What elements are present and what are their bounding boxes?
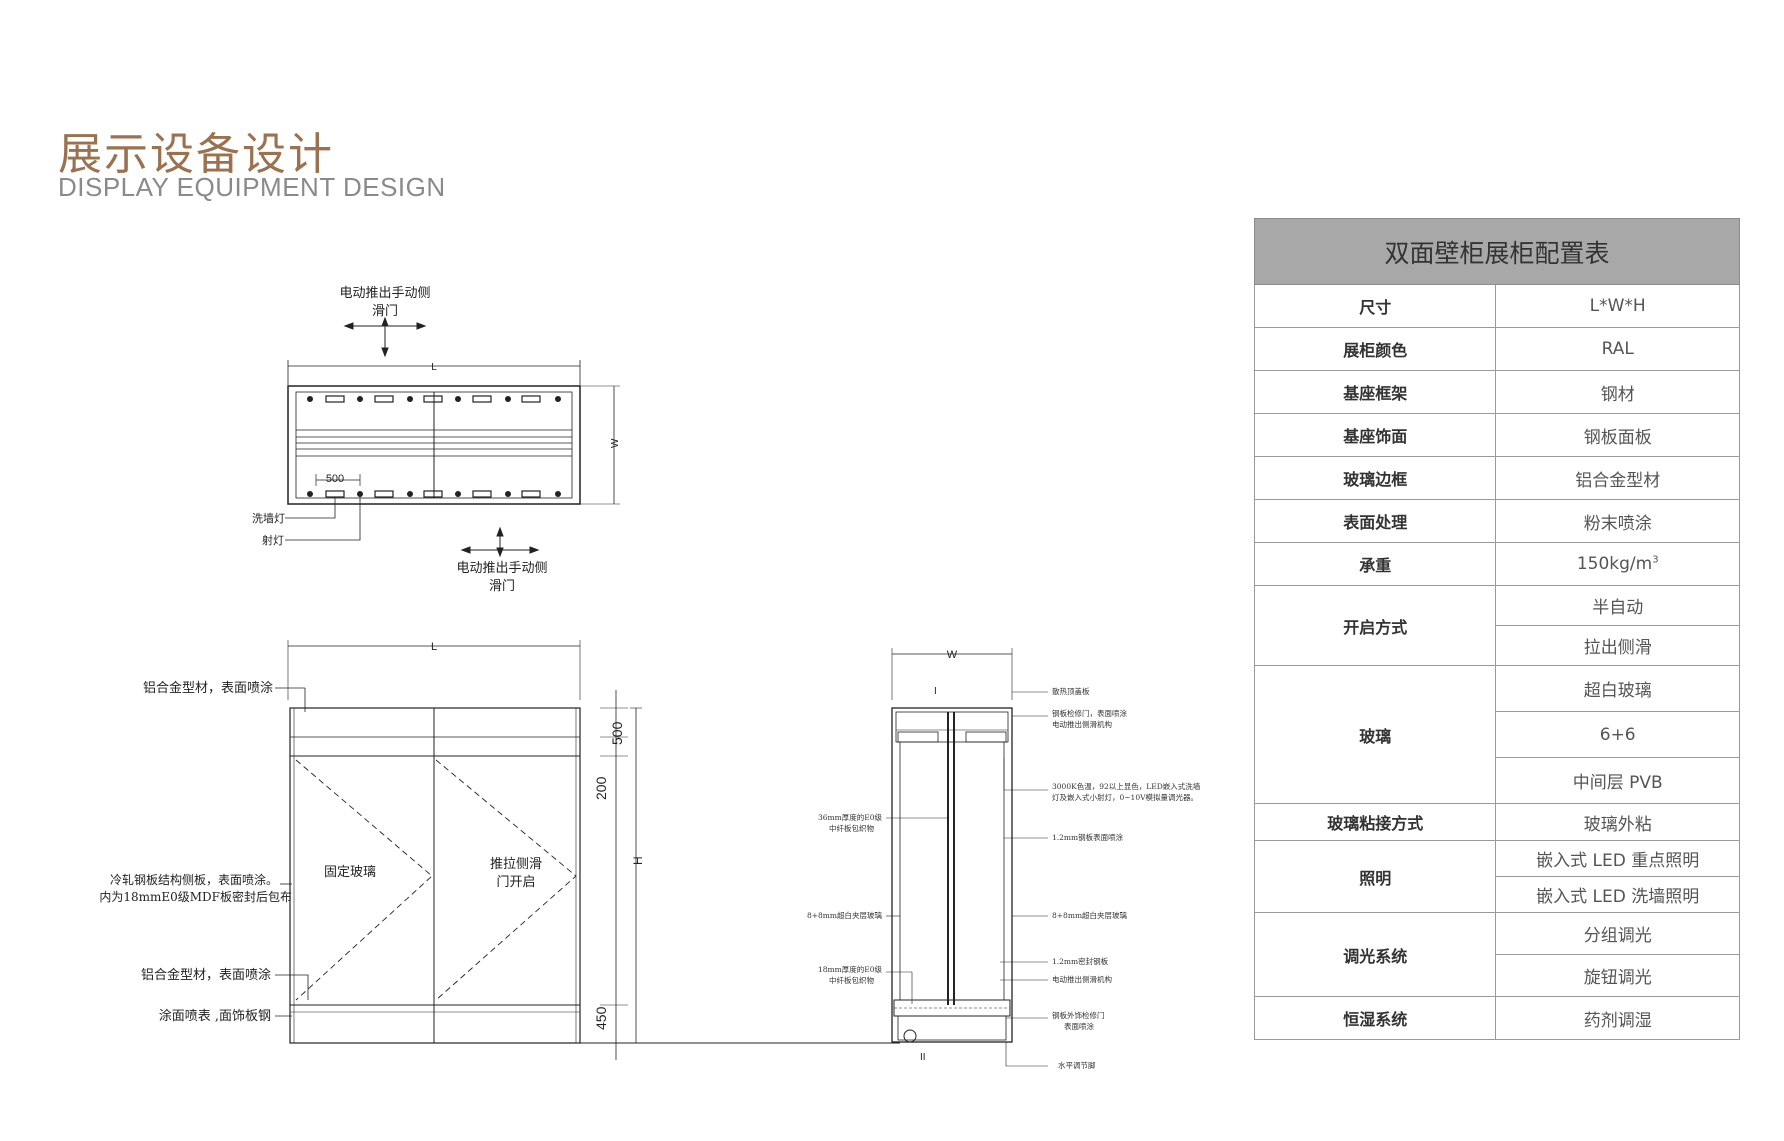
section-note-l3: 18mm厚度的E0级 xyxy=(818,964,883,974)
cfg-key-load: 承重 xyxy=(1253,542,1497,586)
cfg-val-surface: 粉末喷涂 xyxy=(1495,499,1740,543)
note-steel-side-1: 冷轧钢板结构侧板，表面喷涂。 xyxy=(110,872,278,887)
cfg-val-bonding: 玻璃外粘 xyxy=(1495,803,1740,841)
cfg-key-color: 展柜颜色 xyxy=(1253,327,1497,371)
plan-dim-W: W xyxy=(610,438,621,448)
cfg-key-size: 尺寸 xyxy=(1253,284,1497,328)
section-note-r7: 1.2mm密封钢板 xyxy=(1052,956,1109,966)
section-note-r2: 电动推出侧滑机构 xyxy=(1052,719,1112,729)
plan-view: 电动推出手动侧 滑门 L xyxy=(252,286,621,594)
cfg-val-humidity: 药剂调湿 xyxy=(1495,996,1740,1040)
cfg-val-color: RAL xyxy=(1495,327,1740,371)
plan-dim-500: 500 xyxy=(326,473,344,485)
front-dim-200: 200 xyxy=(593,776,609,800)
cfg-val-opening-2: 拉出侧滑 xyxy=(1495,625,1740,666)
section-note-r3: 3000K色温，92以上显色，LED嵌入式洗墙 xyxy=(1052,781,1201,791)
cfg-key-surface: 表面处理 xyxy=(1253,499,1497,543)
cfg-val-lighting-1: 嵌入式 LED 重点照明 xyxy=(1495,840,1740,877)
panel-sliding-2: 门开启 xyxy=(496,875,535,890)
page-title-en: DISPLAY EQUIPMENT DESIGN xyxy=(58,172,446,202)
section-note-r11: 水平调节脚 xyxy=(1058,1060,1096,1070)
front-dim-500: 500 xyxy=(609,721,625,745)
front-dim-450: 450 xyxy=(593,1006,609,1030)
cfg-val-load-sup: 3 xyxy=(1652,554,1659,566)
cfg-key-opening: 开启方式 xyxy=(1253,585,1497,666)
cfg-val-opening-1: 半自动 xyxy=(1495,585,1740,626)
section-note-r4: 灯及嵌入式小射灯，0~10V模拟量调光器。 xyxy=(1052,792,1198,802)
front-dim-L: L xyxy=(431,641,437,653)
note-aluminum-top: 铝合金型材，表面喷涂 xyxy=(143,680,273,696)
spot-light-label: 射灯 xyxy=(262,533,284,547)
cfg-val-base-finish: 钢板面板 xyxy=(1495,413,1740,457)
cfg-val-frame: 钢材 xyxy=(1495,370,1740,414)
cfg-val-glass-3: 中间层 PVB xyxy=(1495,757,1740,804)
cfg-key-glass: 玻璃 xyxy=(1253,665,1497,804)
front-view: L 固定玻璃 推拉侧滑 门开启 500 200 450 H 铝合金型材，表面喷涂 xyxy=(99,640,900,1060)
section-marker-bottom: II xyxy=(920,1052,926,1063)
section-note-r9: 钢板外饰检修门 xyxy=(1052,1010,1105,1020)
cfg-val-dimming-2: 旋钮调光 xyxy=(1495,954,1740,997)
plan-top-label-1: 电动推出手动侧 xyxy=(339,286,430,301)
section-dim-W: W xyxy=(947,649,958,661)
note-steel-side-2: 内为18mmE0级MDF板密封后包布 xyxy=(99,889,292,904)
section-note-r5: 1.2mm钢板表面喷涂 xyxy=(1052,832,1124,842)
section-marker-top: I xyxy=(934,686,937,697)
note-aluminum-bottom: 铝合金型材，表面喷涂 xyxy=(141,967,271,983)
cfg-key-glass-frame: 玻璃边框 xyxy=(1253,456,1497,500)
config-table: 双面壁柜展柜配置表 尺寸 L*W*H 展柜颜色 RAL 基座框架 钢材 基座饰面… xyxy=(1253,218,1740,1040)
section-note-l1: 中纤板包织物 xyxy=(829,823,874,833)
cfg-key-base-finish: 基座饰面 xyxy=(1253,413,1497,457)
cfg-val-glass-frame: 铝合金型材 xyxy=(1495,456,1740,500)
page-title-cn: 展示设备设计 xyxy=(58,129,334,180)
cfg-val-dimming-1: 分组调光 xyxy=(1495,912,1740,955)
front-dim-H: H xyxy=(631,856,645,865)
wash-light-label: 洗墙灯 xyxy=(252,511,285,525)
section-note-r6: 8+8mm超白夹层玻璃 xyxy=(1052,910,1128,920)
cfg-key-humidity: 恒湿系统 xyxy=(1253,996,1497,1040)
cfg-key-dimming: 调光系统 xyxy=(1253,912,1497,997)
plan-dim-L: L xyxy=(431,362,437,373)
panel-sliding-1: 推拉侧滑 xyxy=(490,857,542,872)
cfg-val-glass-1: 超白玻璃 xyxy=(1495,665,1740,712)
cfg-key-bonding: 玻璃粘接方式 xyxy=(1253,803,1497,841)
section-view: W I II 散热顶盖板 钢板检修门，表面喷涂 电动推出侧滑机构 3000K色温… xyxy=(807,648,1201,1070)
section-note-l2: 8+8mm超白夹层玻璃 xyxy=(807,910,883,920)
note-base: 涂面喷表 ,面饰板钢 xyxy=(159,1008,271,1024)
cfg-val-load-text: 150kg/m xyxy=(1576,554,1653,574)
cfg-val-load: 150kg/m3 xyxy=(1495,542,1740,586)
config-table-title: 双面壁柜展柜配置表 xyxy=(1254,218,1740,285)
panel-fixed-glass: 固定玻璃 xyxy=(324,865,376,880)
plan-bottom-label-1: 电动推出手动侧 xyxy=(456,561,547,576)
cfg-key-lighting: 照明 xyxy=(1253,840,1497,913)
section-note-r10: 表面喷涂 xyxy=(1064,1021,1094,1031)
cfg-val-size: L*W*H xyxy=(1495,284,1740,328)
cfg-val-glass-2: 6+6 xyxy=(1495,711,1740,758)
plan-top-label-2: 滑门 xyxy=(372,304,398,319)
section-note-r0: 散热顶盖板 xyxy=(1052,686,1090,696)
cfg-key-frame: 基座框架 xyxy=(1253,370,1497,414)
section-note-l0: 36mm厚度的E0级 xyxy=(818,812,883,822)
plan-bottom-label-2: 滑门 xyxy=(489,579,515,594)
cfg-val-lighting-2: 嵌入式 LED 洗墙照明 xyxy=(1495,876,1740,913)
section-note-l4: 中纤板包织物 xyxy=(829,975,874,985)
section-note-r1: 钢板检修门，表面喷涂 xyxy=(1052,708,1127,718)
section-note-r8: 电动推出侧滑机构 xyxy=(1052,974,1112,984)
